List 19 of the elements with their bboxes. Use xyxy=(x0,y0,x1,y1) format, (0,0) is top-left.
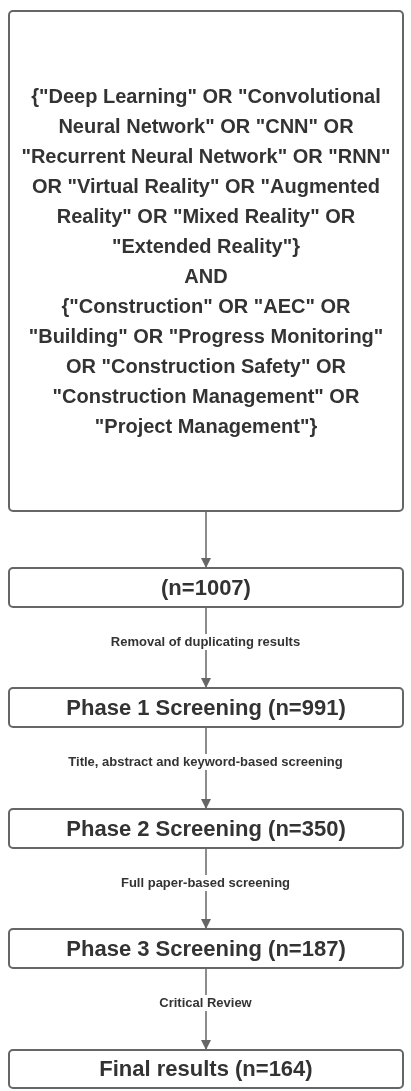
process-box xyxy=(8,808,404,849)
process-box xyxy=(8,10,404,512)
edge-label: Full paper-based screening xyxy=(118,874,292,891)
box-text: (n=1007) xyxy=(161,574,251,601)
process-box xyxy=(8,1049,404,1089)
box-text: {"Deep Learning" OR "Convolutional Neural Network" OR "CNN" OR "Recurrent Neural Network" OR "RNN" OR "Virtual Reality" OR "Augmented Reality" OR "Mixed Reality" OR "Extended Reality"} xyxy=(20,84,392,259)
arrow xyxy=(201,511,211,568)
process-box xyxy=(8,567,404,608)
box-text: AND xyxy=(184,264,228,289)
edge-label: Removal of duplicating results xyxy=(108,633,303,650)
process-box xyxy=(8,687,404,728)
box-text: Final results (n=164) xyxy=(99,1056,313,1082)
box-text: Phase 1 Screening (n=991) xyxy=(66,694,346,721)
edge-label: Critical Review xyxy=(157,995,254,1011)
box-text: Phase 3 Screening (n=187) xyxy=(66,935,346,962)
process-box xyxy=(8,928,404,969)
box-text: {"Construction" OR "AEC" OR "Building" OR "Progress Monitoring" OR "Construction Safety" OR "Construction Management" OR "Project Management"} xyxy=(27,294,385,439)
box-text: Phase 2 Screening (n=350) xyxy=(66,815,346,842)
edge-label: Title, abstract and keyword-based screening xyxy=(66,754,345,770)
